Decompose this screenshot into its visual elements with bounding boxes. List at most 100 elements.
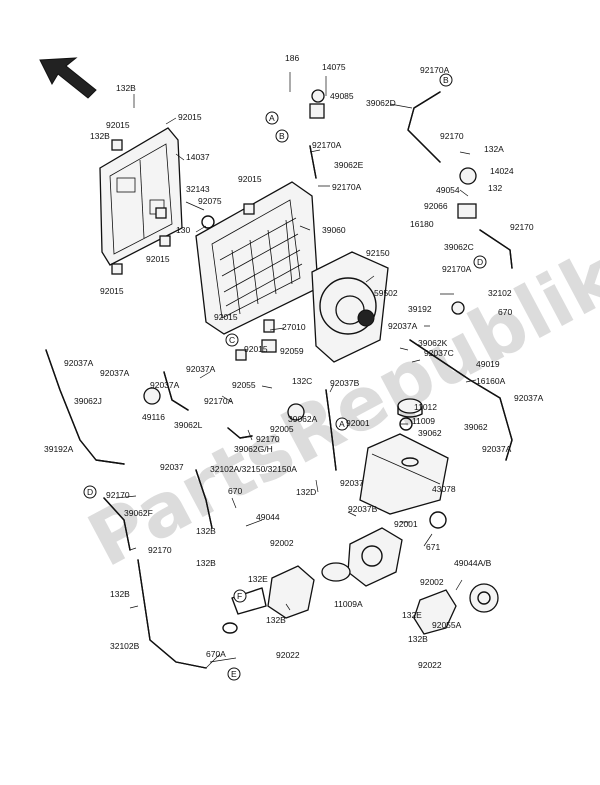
- label-32143: 32143: [186, 184, 210, 194]
- label-39062: 39062: [418, 428, 442, 438]
- label-32102: 32102: [488, 288, 512, 298]
- label-92037a-7: 92037A: [482, 444, 512, 454]
- fittings: [111, 89, 477, 529]
- water-pump: [321, 527, 403, 587]
- label-14075: 14075: [322, 62, 346, 72]
- label-186: 186: [285, 53, 299, 63]
- label-39062c: 39062C: [444, 242, 474, 252]
- label-132a: 132A: [484, 144, 504, 154]
- label-132b-2: 132B: [90, 131, 110, 141]
- label-39192: 39192: [408, 304, 432, 314]
- hoses: [45, 91, 513, 669]
- label-92037b-2: 92037B: [348, 504, 378, 514]
- label-670-2: 670: [228, 486, 242, 496]
- label-16180: 16180: [410, 219, 434, 229]
- label-39062a: 39062A: [288, 414, 318, 424]
- cooling-fan: [311, 251, 389, 363]
- label-59502: 59502: [374, 288, 398, 298]
- label-92170: 92170: [440, 131, 464, 141]
- label-92005: 92005: [270, 424, 294, 434]
- label-39060: 39060: [322, 225, 346, 235]
- label-92037a-5: 92037A: [150, 380, 180, 390]
- reservoir-tank: [359, 433, 449, 515]
- label-92170a-5: 92170A: [204, 396, 234, 406]
- label-92015-5: 92015: [214, 312, 238, 322]
- label-39062k: 39062K: [418, 338, 448, 348]
- ref-letter-c: C: [229, 335, 235, 345]
- label-670: 670: [498, 307, 512, 317]
- label-132e: 132E: [248, 574, 268, 584]
- leader-lines: [115, 72, 477, 669]
- label-92001-2: 92001: [394, 519, 418, 529]
- ref-letter-b-2: B: [443, 75, 449, 85]
- label-92150: 92150: [366, 248, 390, 258]
- label-92055: 92055: [232, 380, 256, 390]
- label-39062l: 39062L: [174, 420, 203, 430]
- label-14037: 14037: [186, 152, 210, 162]
- label-39192a: 39192A: [44, 444, 74, 454]
- thermostat-assembly: [413, 583, 499, 635]
- label-92037c: 92037C: [424, 348, 454, 358]
- label-39062d: 39062D: [366, 98, 396, 108]
- label-92059: 92059: [280, 346, 304, 356]
- ref-letter-d: D: [477, 257, 483, 267]
- label-132b-5: 132B: [110, 589, 130, 599]
- label-43078: 43078: [432, 484, 456, 494]
- label-92015: 92015: [178, 112, 202, 122]
- label-92037a-6: 92037A: [514, 393, 544, 403]
- label-132b-4: 132B: [196, 558, 216, 568]
- label-132d: 132D: [296, 487, 316, 497]
- label-92037-b: 92037: [340, 478, 364, 488]
- label-132b-6: 132B: [266, 615, 286, 625]
- label-132b: 132B: [116, 83, 136, 93]
- label-92022-2: 92022: [418, 660, 442, 670]
- label-132: 132: [488, 183, 502, 193]
- label-39062-a: 39062: [464, 422, 488, 432]
- label-92170a-2: 92170A: [312, 140, 342, 150]
- front-direction-arrow-icon: [39, 57, 97, 99]
- ref-letter-d-2: D: [87, 487, 93, 497]
- label-671: 671: [426, 542, 440, 552]
- label-92015-6: 92015: [244, 344, 268, 354]
- label-92037b: 92037B: [330, 378, 360, 388]
- label-132b-3: 132B: [196, 526, 216, 536]
- ref-letter-a: A: [269, 113, 275, 123]
- label-92075: 92075: [198, 196, 222, 206]
- label-32102b: 32102B: [110, 641, 140, 651]
- label-92037a-4: 92037A: [100, 368, 130, 378]
- label-92001: 92001: [346, 418, 370, 428]
- label-92055a: 92055A: [432, 620, 462, 630]
- label-92037a-3: 92037A: [186, 364, 216, 374]
- ref-letter-e: E: [231, 669, 237, 679]
- label-92015-4: 92015: [100, 286, 124, 296]
- label-92170-4: 92170: [106, 490, 130, 500]
- label-49019: 49019: [476, 359, 500, 369]
- label-49085: 49085: [330, 91, 354, 101]
- label-14024: 14024: [490, 166, 514, 176]
- label-92037a: 92037A: [388, 321, 418, 331]
- label-92037: 92037: [160, 462, 184, 472]
- label-92015-2: 92015: [238, 174, 262, 184]
- label-92015-3: 92015: [146, 254, 170, 264]
- label-92015-b: 92015: [106, 120, 130, 130]
- label-92170-2: 92170: [510, 222, 534, 232]
- label-92170a: 92170A: [420, 65, 450, 75]
- label-132b-7: 132B: [408, 634, 428, 644]
- reference-letters: A B B C A D D F E: [83, 73, 487, 681]
- label-670a: 670A: [206, 649, 226, 659]
- label-39062g: 39062G/H: [234, 444, 273, 454]
- label-49116: 49116: [142, 412, 165, 422]
- label-16160a: 16160A: [476, 376, 506, 386]
- ref-letter-b: B: [279, 131, 285, 141]
- label-39062e: 39062E: [334, 160, 364, 170]
- label-11012: 11012: [414, 402, 437, 412]
- label-92037a-2: 92037A: [64, 358, 94, 368]
- label-92066: 92066: [424, 201, 448, 211]
- label-92170a-3: 92170A: [332, 182, 362, 192]
- label-49044: 49044: [256, 512, 280, 522]
- label-49044ab: 49044A/B: [454, 558, 492, 568]
- label-132e-2: 132E: [402, 610, 422, 620]
- label-92002-2: 92002: [420, 577, 444, 587]
- reservoir-cap: [397, 398, 423, 418]
